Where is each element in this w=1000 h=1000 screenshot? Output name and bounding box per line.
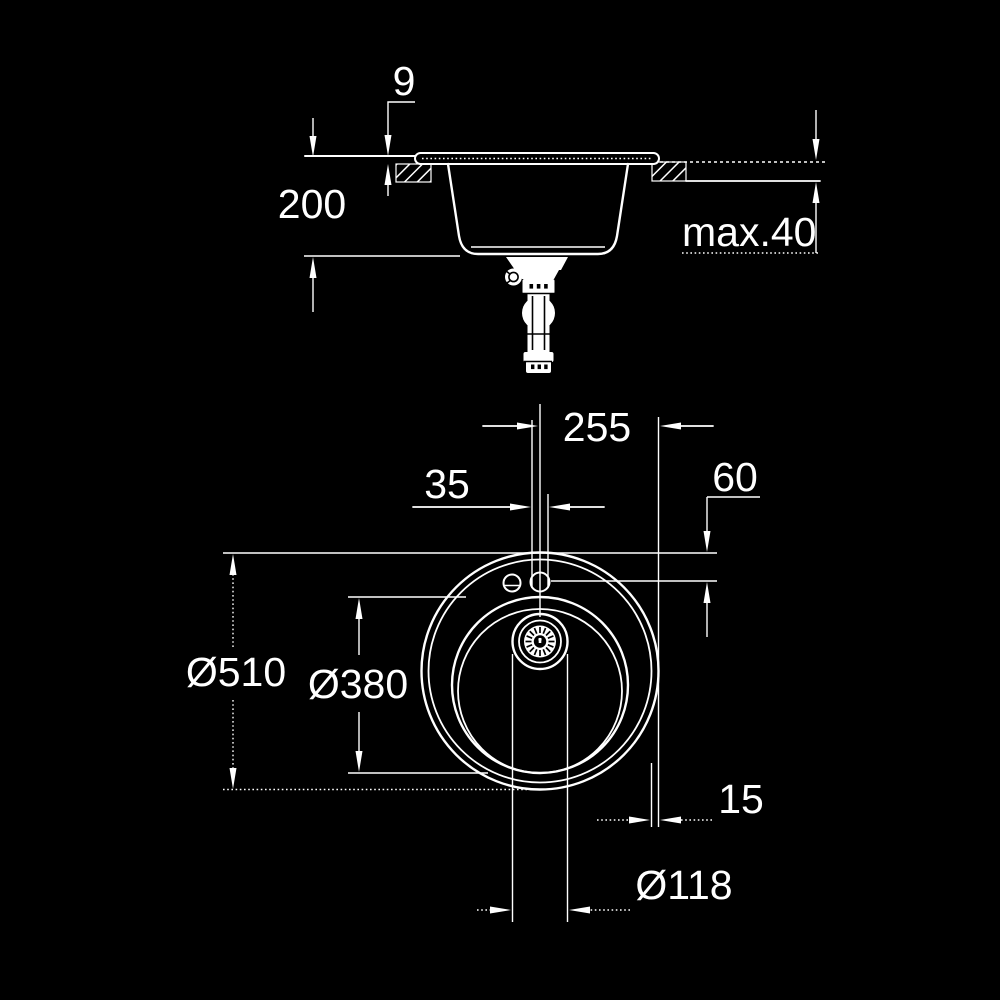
dim-center-to-edge: 255 bbox=[482, 404, 714, 450]
dim-label-center-to-edge: 255 bbox=[563, 404, 631, 450]
counter-section-left-hatch bbox=[395, 163, 432, 183]
drain-assembly-side bbox=[505, 257, 568, 373]
dim-tap-hole: 35 bbox=[412, 461, 605, 511]
dim-label-bowl-diameter: Ø380 bbox=[308, 661, 408, 707]
dim-label-outer-diameter: Ø510 bbox=[186, 649, 286, 695]
dim-label-drain-diameter: Ø118 bbox=[635, 862, 732, 908]
dim-outer-diameter: Ø510 bbox=[186, 554, 286, 789]
sink-rim-profile bbox=[414, 152, 660, 165]
dim-rim-width: 15 bbox=[597, 776, 764, 824]
dim-rim-height: 9 bbox=[384, 58, 416, 196]
dim-label-depth: 200 bbox=[278, 181, 346, 227]
bowl-profile bbox=[446, 162, 630, 256]
side-view: 9 200 max.40 bbox=[278, 58, 826, 373]
overflow-knob-circle bbox=[502, 573, 522, 593]
dim-label-rim-height: 9 bbox=[393, 58, 416, 104]
dim-label-rim-width: 15 bbox=[718, 776, 764, 822]
dim-label-counter-thickness: max.40 bbox=[682, 209, 816, 255]
dim-label-tap-hole: 35 bbox=[424, 461, 470, 507]
drain-strainer bbox=[511, 612, 569, 671]
dim-bowl-diameter: Ø380 bbox=[308, 596, 488, 774]
dim-counter-thickness: max.40 bbox=[682, 110, 820, 255]
counter-section-right-hatch bbox=[651, 161, 687, 182]
dim-depth: 200 bbox=[278, 118, 460, 312]
dim-tap-offset: 60 bbox=[703, 454, 760, 637]
dim-label-tap-offset: 60 bbox=[712, 454, 758, 500]
top-view: 255 60 35 Ø510 bbox=[186, 404, 764, 922]
dim-drain-diameter: Ø118 bbox=[477, 654, 733, 922]
